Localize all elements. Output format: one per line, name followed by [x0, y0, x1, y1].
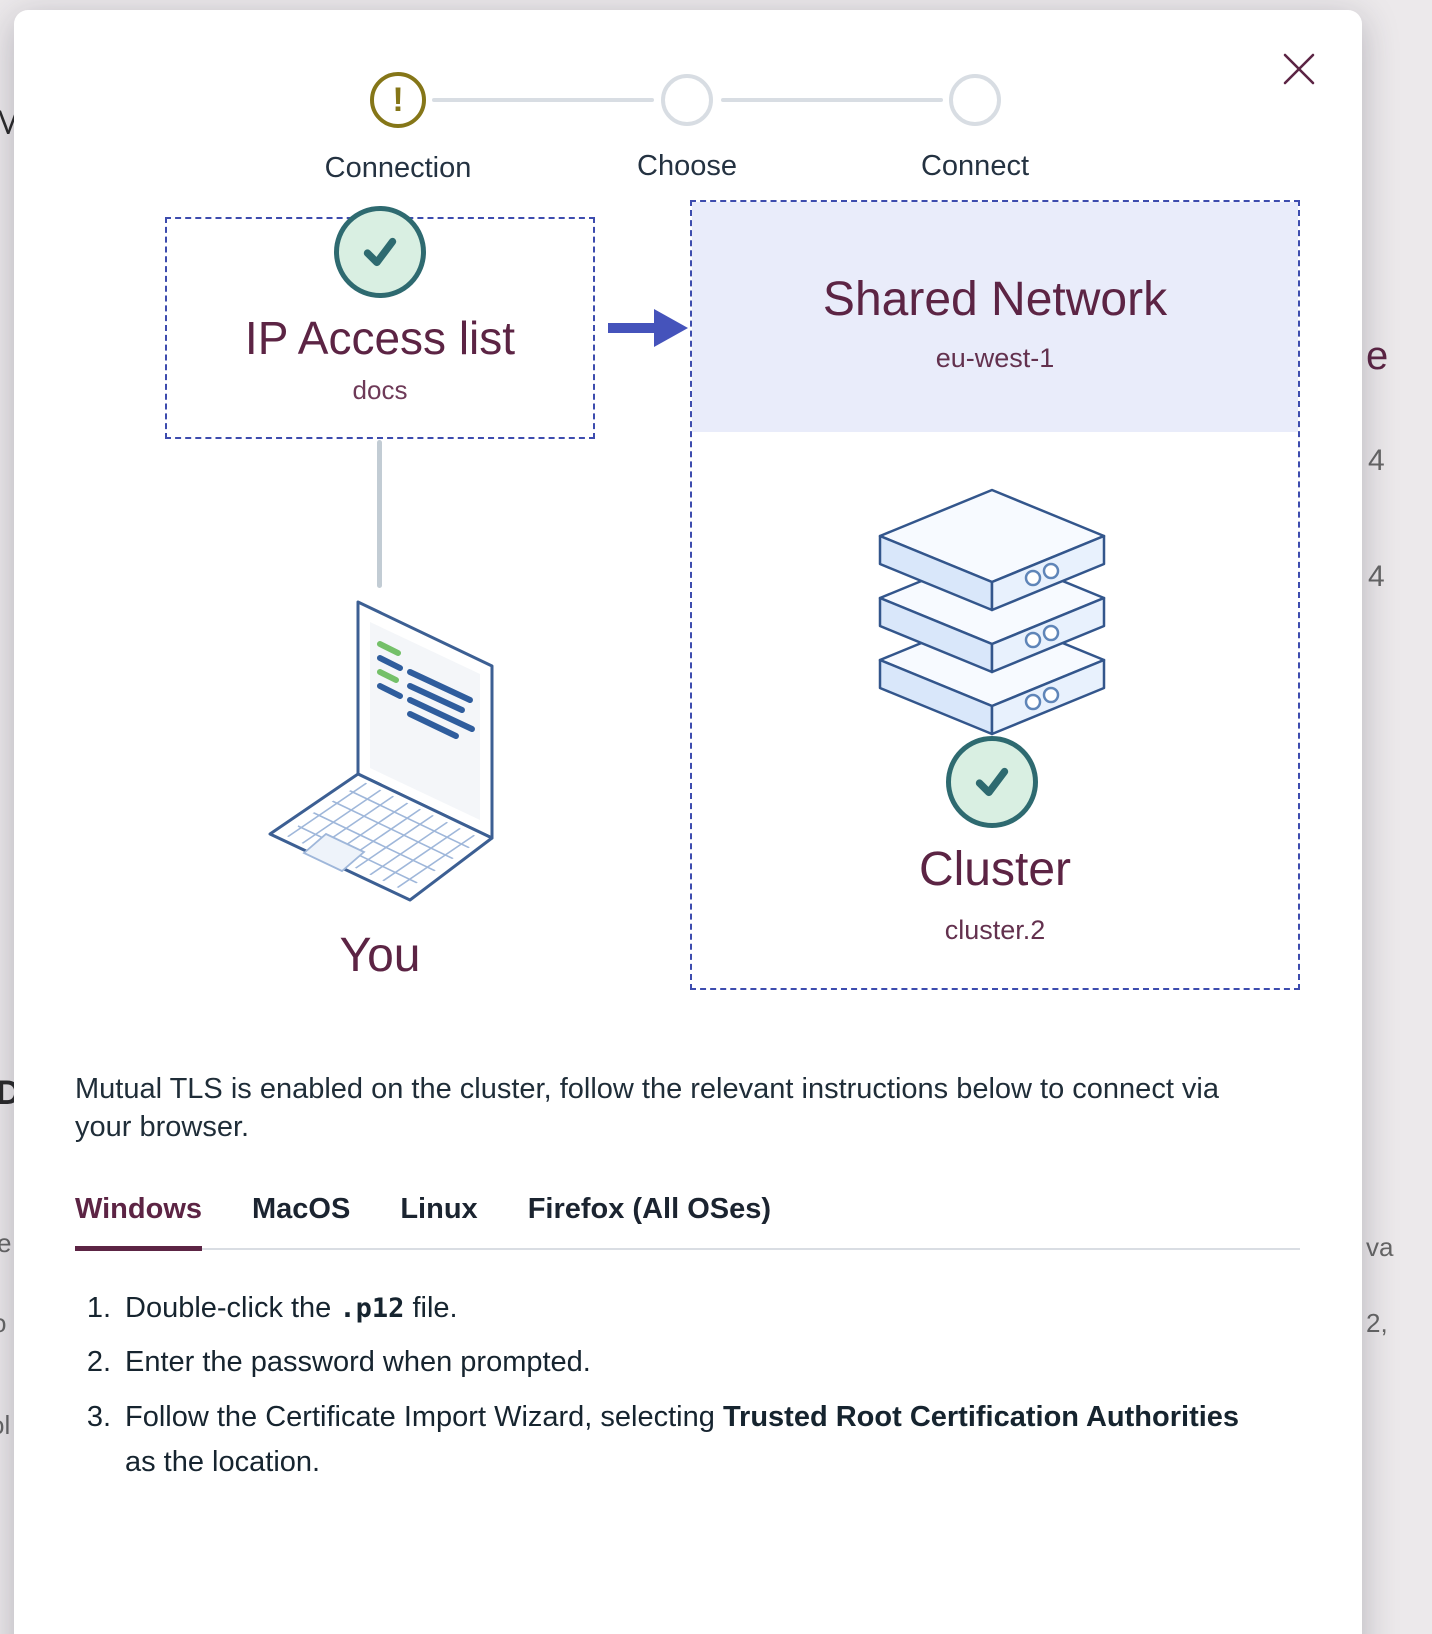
shared-network-header: Shared Network eu-west-1	[692, 202, 1298, 432]
background-text-fragment: 4	[1368, 560, 1385, 593]
cluster-title: Cluster	[918, 843, 1072, 896]
mtls-description: Mutual TLS is enabled on the cluster, fo…	[75, 1073, 1219, 1144]
instruction-text: Enter the password when prompted.	[125, 1346, 591, 1379]
background-text-fragment: e	[1366, 334, 1389, 378]
network-region-label: eu-west-1	[935, 343, 1055, 373]
step-label: Connect	[920, 150, 1029, 182]
instruction-text: file.	[404, 1291, 458, 1324]
server-stack-icon	[852, 462, 1132, 767]
background-text-fragment: 4	[1368, 444, 1385, 477]
instruction-text: Double-click the	[125, 1291, 340, 1324]
list-number: 1.	[86, 1291, 111, 1324]
docs-link[interactable]: docs	[352, 375, 408, 405]
instruction-text: as the location.	[125, 1446, 321, 1479]
instruction-list: 1. Double-click the .p12 file. 2. Enter …	[75, 1286, 1300, 1486]
list-item: 3. Follow the Certificate Import Wizard,…	[75, 1395, 1300, 1485]
list-item: 2. Enter the password when prompted.	[75, 1340, 1300, 1385]
shared-network-title: Shared Network	[822, 273, 1168, 326]
cluster-name: cluster.2	[944, 915, 1046, 945]
cluster-label: Cluster cluster.2	[690, 842, 1300, 946]
tab-windows[interactable]: Windows	[75, 1193, 203, 1251]
step-circle-icon	[949, 74, 1001, 126]
os-tabs: Windows MacOS Linux Firefox (All OSes)	[75, 1192, 1300, 1251]
close-icon[interactable]	[1280, 50, 1318, 88]
ip-access-list-title: IP Access list	[244, 312, 516, 364]
step-label: Choose	[637, 150, 737, 182]
tab-firefox[interactable]: Firefox (All OSes)	[527, 1192, 772, 1225]
connection-diagram: IP Access list docs Shared Network eu-we…	[14, 200, 1362, 1012]
background-text-fragment: va	[1366, 1232, 1394, 1262]
step-connection[interactable]: ! Connection	[248, 72, 548, 185]
cluster-check-icon	[946, 736, 1038, 828]
step-connect[interactable]: Connect	[825, 72, 1125, 183]
list-number: 3.	[86, 1401, 111, 1434]
connector-line	[377, 440, 382, 588]
tab-linux[interactable]: Linux	[400, 1192, 478, 1225]
wizard-stepper: ! Connection Choose Connect	[14, 10, 1362, 200]
shared-network-box: Shared Network eu-west-1	[690, 200, 1300, 990]
tab-macos[interactable]: MacOS	[252, 1192, 351, 1225]
step-choose[interactable]: Choose	[537, 72, 837, 183]
background-text-fragment: 2,	[1366, 1308, 1388, 1338]
background-text-fragment: ce	[0, 1228, 12, 1258]
warning-icon: !	[370, 72, 426, 128]
file-extension-code: .p12	[339, 1292, 405, 1324]
instruction-text: Follow the Certificate Import Wizard, se…	[125, 1401, 723, 1434]
instructions-section: Mutual TLS is enabled on the cluster, fo…	[14, 1012, 1362, 1485]
list-item: 1. Double-click the .p12 file.	[75, 1286, 1300, 1331]
connection-wizard-modal: ! Connection Choose Connect IP Access li…	[14, 10, 1362, 1634]
step-circle-icon	[661, 74, 713, 126]
laptop-icon	[230, 590, 530, 925]
instruction-emphasis: Trusted Root Certification Authorities	[722, 1401, 1240, 1434]
arrow-right-icon	[608, 306, 688, 355]
stepper-connector-line	[721, 98, 943, 102]
background-text-fragment: o	[0, 1308, 6, 1339]
background-text-fragment: ol	[0, 1410, 11, 1440]
list-number: 2.	[86, 1346, 111, 1379]
you-label: You	[339, 929, 421, 982]
stepper-connector-line	[432, 98, 654, 102]
step-label: Connection	[324, 152, 472, 184]
ip-access-check-icon	[334, 206, 426, 298]
